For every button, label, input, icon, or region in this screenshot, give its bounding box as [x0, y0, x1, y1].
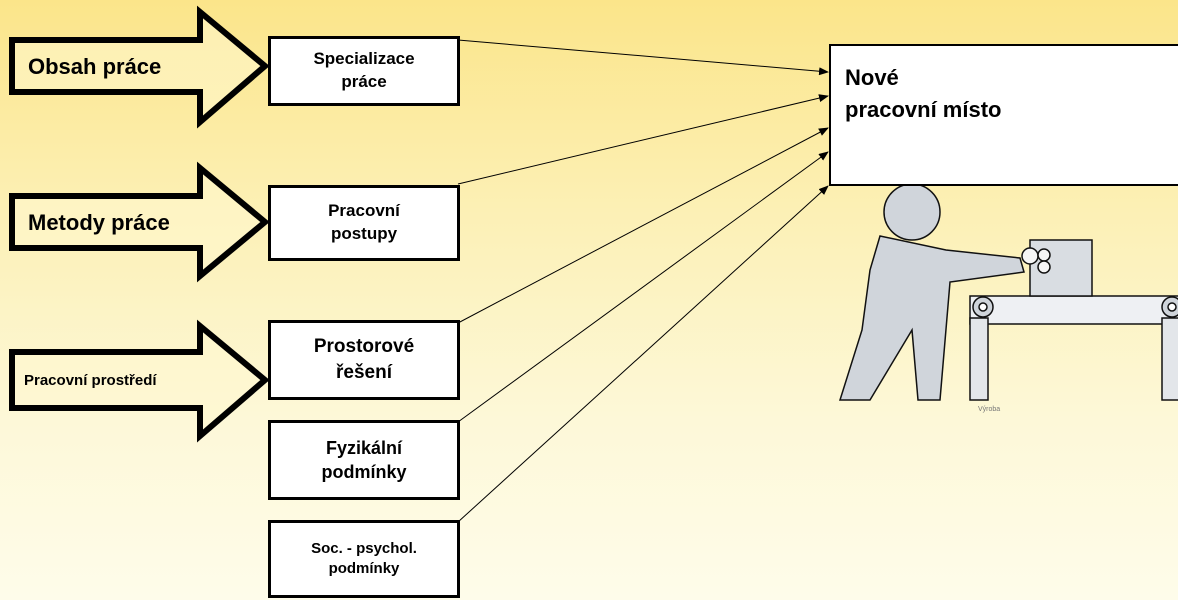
factor-label: Prostorové řešení	[313, 336, 415, 383]
factor-box-prostorove: Prostorové řešení	[268, 320, 460, 400]
illustration-caption: Výroba	[978, 406, 1001, 413]
factor-label: Fyzikální podmínky	[321, 437, 407, 482]
connector-2	[457, 94, 829, 185]
input-label-prostredi: Pracovní prostředí	[24, 371, 157, 389]
input-label-metody: Metody práce	[28, 210, 170, 235]
factor-box-soc-psychol: Soc. - psychol. podmínky	[268, 520, 460, 598]
factor-box-postupy: Pracovní postupy	[268, 185, 460, 261]
connector-5	[457, 185, 829, 523]
factor-label: Specializace práce	[313, 49, 415, 91]
connector-1	[457, 39, 829, 76]
input-arrow-2	[9, 161, 270, 283]
input-label-obsah: Obsah práce	[28, 54, 162, 79]
factor-box-fyzikalni: Fyzikální podmínky	[268, 420, 460, 500]
factor-box-specializace: Specializace práce	[268, 36, 460, 106]
connector-3	[457, 127, 829, 324]
factor-label: Pracovní postupy	[328, 201, 400, 243]
connector-4	[457, 151, 829, 423]
target-box: Nové pracovní místo	[829, 44, 1178, 186]
input-arrow-1	[9, 5, 270, 129]
input-arrow-3	[9, 319, 270, 443]
target-label: Nové pracovní místo	[845, 65, 1002, 122]
worker-at-conveyor-icon	[838, 183, 1178, 401]
factor-label: Soc. - psychol. podmínky	[311, 539, 417, 577]
